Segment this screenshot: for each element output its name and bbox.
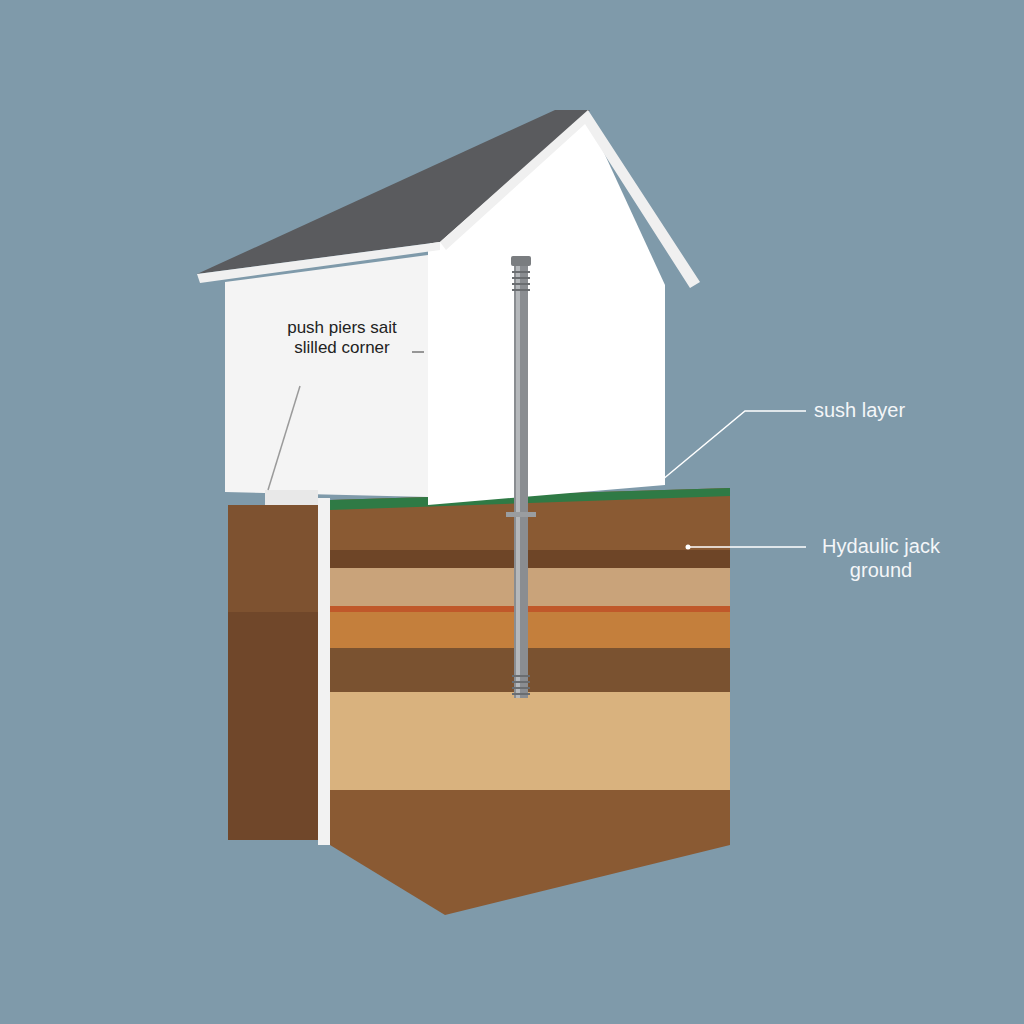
ground-side-block <box>228 505 318 840</box>
gable-trim <box>440 110 700 288</box>
callout-label: sush layer <box>814 398 964 422</box>
pier-cap <box>511 256 531 266</box>
footing <box>265 490 318 505</box>
callout-label: Hydaulic jack ground <box>806 534 956 582</box>
pier-bracket <box>506 512 536 517</box>
foundation-wall <box>318 498 330 845</box>
leader-lines <box>268 386 806 547</box>
pier-highlight <box>516 258 520 698</box>
leader-tick <box>412 351 424 353</box>
callout-label: push piers sait slilled corner <box>272 318 412 359</box>
push-pier <box>514 258 528 698</box>
roof-eave <box>197 242 440 283</box>
house-side-wall <box>225 255 428 497</box>
soil-layers <box>330 480 730 920</box>
pier-thread <box>512 272 530 694</box>
ground-side-band <box>228 612 318 840</box>
leader-dot <box>686 545 691 550</box>
